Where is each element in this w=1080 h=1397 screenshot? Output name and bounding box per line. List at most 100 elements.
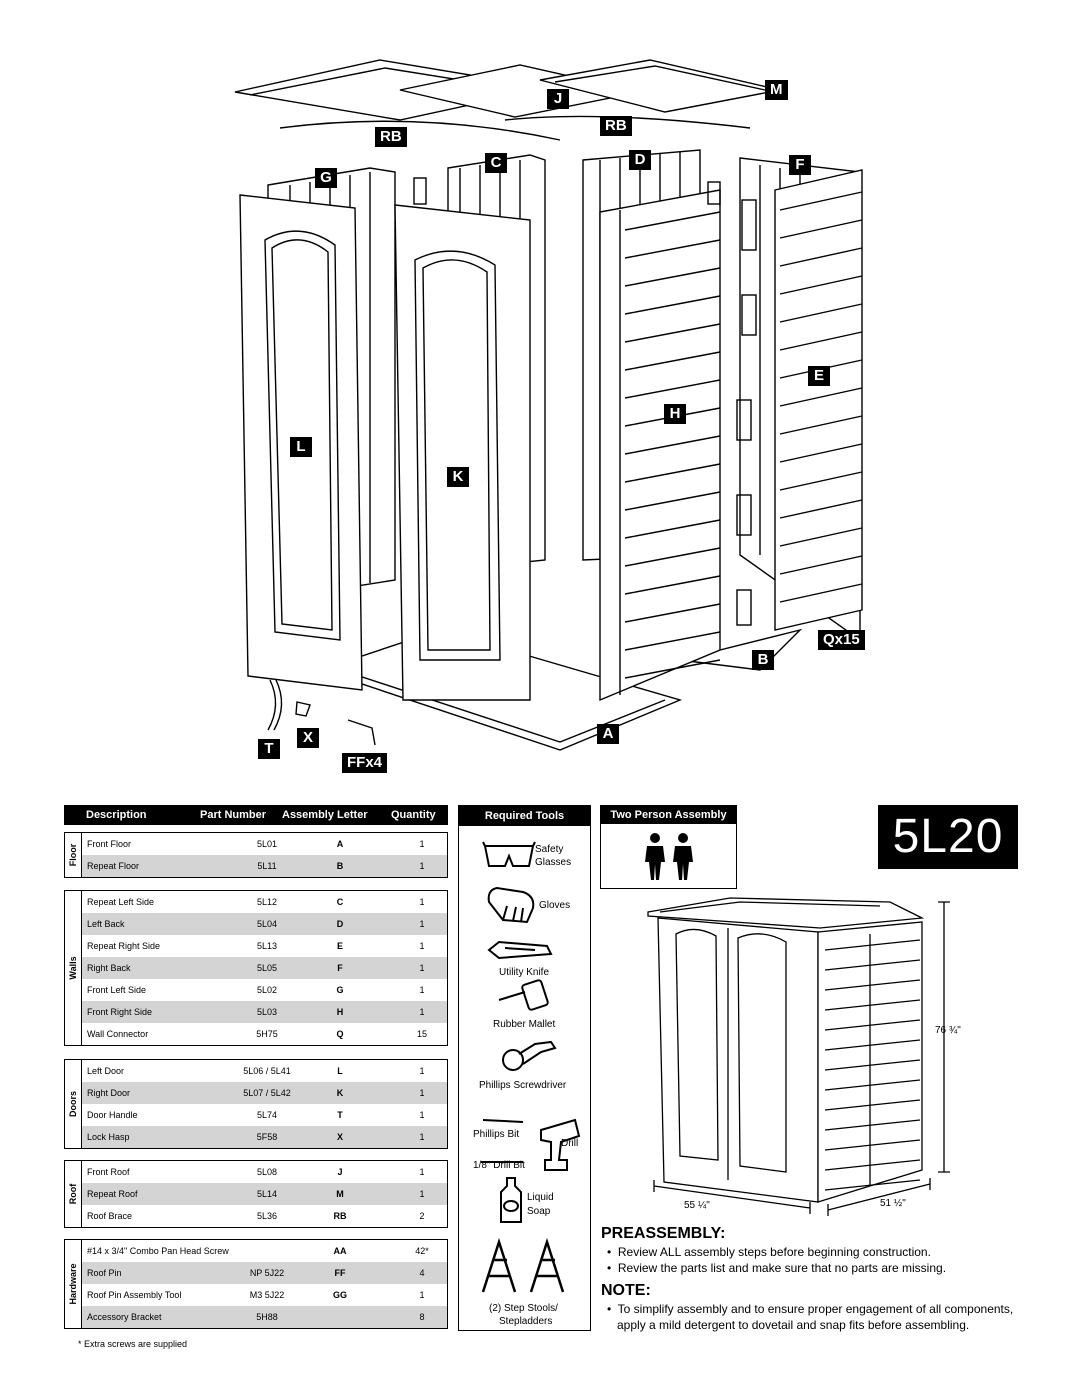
- part-number-cell: 5L11: [257, 861, 277, 871]
- part-number-cell: 5L13: [256, 941, 278, 951]
- quantity-cell: 1: [419, 1167, 425, 1177]
- dimension-depth: 51 ½": [880, 1198, 906, 1209]
- quantity-cell: 1: [419, 963, 425, 973]
- header-quantity: Quantity: [391, 809, 436, 821]
- step-stools-icon: [481, 1237, 565, 1293]
- group-label-text: Hardware: [68, 1263, 78, 1305]
- tool-drill-bit: 1/8" Drill Bit: [473, 1160, 525, 1171]
- label-e: E: [808, 366, 830, 386]
- part-number-cell: 5L03: [256, 1007, 278, 1017]
- quantity-cell: 1: [419, 941, 425, 951]
- assembly-letter-cell: Q: [336, 1029, 344, 1039]
- required-tools-title: Required Tools: [459, 806, 590, 826]
- quantity-cell: 4: [419, 1268, 425, 1278]
- description-cell: Front Left Side: [87, 985, 147, 995]
- group-label: Doors: [65, 1060, 82, 1148]
- description-cell: Accessory Bracket: [87, 1312, 162, 1322]
- note-line-2: apply a mild detergent to dovetail and s…: [617, 1318, 970, 1332]
- preassembly-bullet-1: • Review ALL assembly steps before begin…: [607, 1245, 931, 1259]
- part-number-cell: 5L06 / 5L41: [243, 1066, 291, 1076]
- label-c: C: [485, 153, 507, 173]
- tool-soap-2: Soap: [527, 1206, 551, 1217]
- group-label-text: Doors: [68, 1090, 78, 1118]
- group-label-text: Roof: [68, 1183, 78, 1205]
- part-number-cell: 5H75: [256, 1029, 278, 1039]
- quantity-cell: 1: [419, 1066, 425, 1076]
- description-cell: Roof Brace: [87, 1211, 133, 1221]
- description-cell: Repeat Floor: [87, 861, 140, 871]
- utility-knife-icon: [487, 940, 553, 960]
- assembly-letter-cell: D: [336, 919, 344, 929]
- tool-gloves: Gloves: [539, 900, 571, 911]
- part-number-cell: 5L04: [256, 919, 278, 929]
- note-title: NOTE:: [601, 1282, 651, 1299]
- part-number-cell: 5L08: [256, 1167, 278, 1177]
- liquid-soap-icon: [500, 1177, 522, 1223]
- tool-utility-knife: Utility Knife: [499, 967, 550, 978]
- tool-phillips-screwdriver: Phillips Screwdriver: [479, 1080, 567, 1091]
- table-row: Left Door 5L06 / 5L41 L 1: [82, 1060, 447, 1082]
- note-line-1: • To simplify assembly and to ensure pro…: [607, 1302, 1014, 1316]
- label-j: J: [547, 89, 569, 109]
- description-cell: Right Door: [87, 1088, 131, 1098]
- model-number: 5L20: [878, 805, 1018, 869]
- group-label: Walls: [65, 891, 82, 1045]
- part-number-cell: 5L05: [256, 963, 278, 973]
- exploded-assembly-diagram: [234, 59, 863, 751]
- group-label-text: Walls: [68, 956, 78, 980]
- label-b: B: [752, 650, 774, 670]
- preassembly-title: PREASSEMBLY:: [601, 1225, 726, 1242]
- label-k: K: [447, 467, 469, 487]
- assembly-letter-cell: K: [336, 1088, 344, 1098]
- description-cell: Left Door: [87, 1066, 125, 1076]
- label-m: M: [765, 80, 788, 100]
- quantity-cell: 1: [419, 1189, 425, 1199]
- description-cell: Right Back: [87, 963, 131, 973]
- description-cell: Repeat Left Side: [87, 897, 155, 907]
- dimension-width: 55 ¼": [684, 1200, 710, 1211]
- label-f: F: [789, 155, 811, 175]
- group-label-text: Floor: [68, 843, 78, 867]
- assembly-letter-cell: J: [337, 1167, 343, 1177]
- label-ffx4: FFx4: [342, 753, 388, 773]
- two-person-assembly-panel: Two Person Assembly: [600, 805, 737, 889]
- description-cell: #14 x 3/4" Combo Pan Head Screw: [87, 1246, 229, 1256]
- quantity-cell: 1: [419, 839, 425, 849]
- group-label: Floor: [65, 833, 82, 877]
- assembly-letter-cell: AA: [333, 1246, 347, 1256]
- assembly-letter-cell: E: [336, 941, 343, 951]
- description-cell: Repeat Roof: [87, 1189, 138, 1199]
- description-cell: Door Handle: [87, 1110, 138, 1120]
- quantity-cell: 1: [419, 1132, 425, 1142]
- quantity-cell: 1: [419, 1290, 425, 1300]
- part-number-cell: M3 5J22: [249, 1290, 285, 1300]
- quantity-cell: 1: [419, 861, 425, 871]
- header-assembly-letter: Assembly Letter: [282, 809, 368, 821]
- assembly-letter-cell: FF: [334, 1268, 346, 1278]
- label-rb-left: RB: [375, 127, 407, 147]
- assembly-letter-cell: B: [336, 861, 344, 871]
- part-number-cell: 5L14: [256, 1189, 278, 1199]
- group-label: Hardware: [65, 1240, 82, 1328]
- tool-drill: Drill: [561, 1138, 579, 1149]
- quantity-cell: 1: [419, 1007, 425, 1017]
- label-g: G: [315, 168, 337, 188]
- tool-soap-1: Liquid: [527, 1192, 554, 1203]
- assembly-letter-cell: L: [337, 1066, 343, 1076]
- description-cell: Roof Pin: [87, 1268, 122, 1278]
- quantity-cell: 1: [419, 897, 425, 907]
- quantity-cell: 42*: [415, 1246, 429, 1256]
- quantity-cell: 1: [419, 1088, 425, 1098]
- label-a: A: [597, 724, 619, 744]
